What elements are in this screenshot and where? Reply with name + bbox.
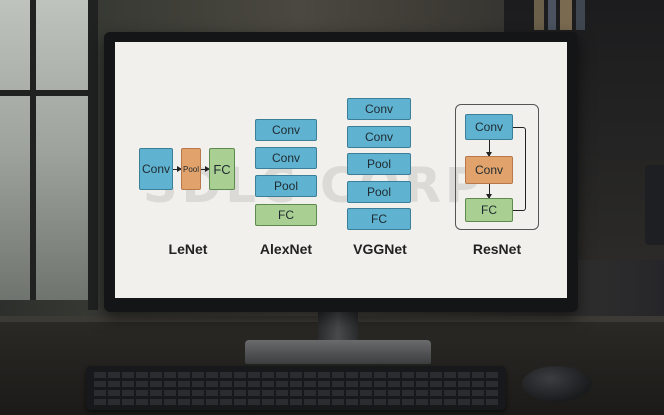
lenet-label: LeNet xyxy=(168,241,208,257)
book xyxy=(548,0,556,30)
mouse xyxy=(522,366,592,402)
monitor-stand-base xyxy=(245,340,431,364)
lenet-pool-block: Pool xyxy=(181,148,201,190)
resnet-label: ResNet xyxy=(472,241,522,257)
window-frame xyxy=(0,90,95,96)
book xyxy=(534,0,544,30)
book xyxy=(560,0,572,30)
book xyxy=(576,0,585,30)
key-row xyxy=(94,372,498,378)
window-frame xyxy=(30,0,36,300)
vggnet-fc-block: FC xyxy=(347,208,411,230)
alexnet-label: AlexNet xyxy=(259,241,313,257)
key-row xyxy=(94,381,498,387)
monitor-stand-neck xyxy=(318,312,358,342)
resnet-conv-block: Conv xyxy=(465,114,513,140)
resnet-fc-block: FC xyxy=(465,198,513,222)
arrow-icon xyxy=(173,166,182,172)
speaker xyxy=(645,165,664,245)
window-frame xyxy=(88,0,98,310)
vggnet-conv-block: Conv xyxy=(347,126,411,148)
arrow-icon xyxy=(201,166,210,172)
alexnet-fc-block: FC xyxy=(255,204,317,226)
lenet-fc-block: FC xyxy=(209,148,235,190)
alexnet-pool-block: Pool xyxy=(255,175,317,197)
monitor-screen: SDLC CORP Conv Pool FC LeNet Conv Conv P… xyxy=(115,42,567,298)
keyboard xyxy=(86,366,506,410)
arrow-icon xyxy=(486,140,492,157)
lenet-conv-block: Conv xyxy=(139,148,173,190)
alexnet-conv-block: Conv xyxy=(255,147,317,169)
resnet-frame xyxy=(455,104,539,230)
vggnet-label: VGGNet xyxy=(353,241,407,257)
skip-connection xyxy=(513,127,526,211)
key-row xyxy=(94,399,498,405)
key-row xyxy=(94,390,498,396)
vggnet-conv-block: Conv xyxy=(347,98,411,120)
alexnet-conv-block: Conv xyxy=(255,119,317,141)
monitor: SDLC CORP Conv Pool FC LeNet Conv Conv P… xyxy=(104,32,578,312)
arrow-icon xyxy=(486,184,492,199)
window xyxy=(0,0,95,300)
vggnet-pool-block: Pool xyxy=(347,153,411,175)
vggnet-pool-block: Pool xyxy=(347,181,411,203)
resnet-conv-block-highlighted: Conv xyxy=(465,156,513,184)
